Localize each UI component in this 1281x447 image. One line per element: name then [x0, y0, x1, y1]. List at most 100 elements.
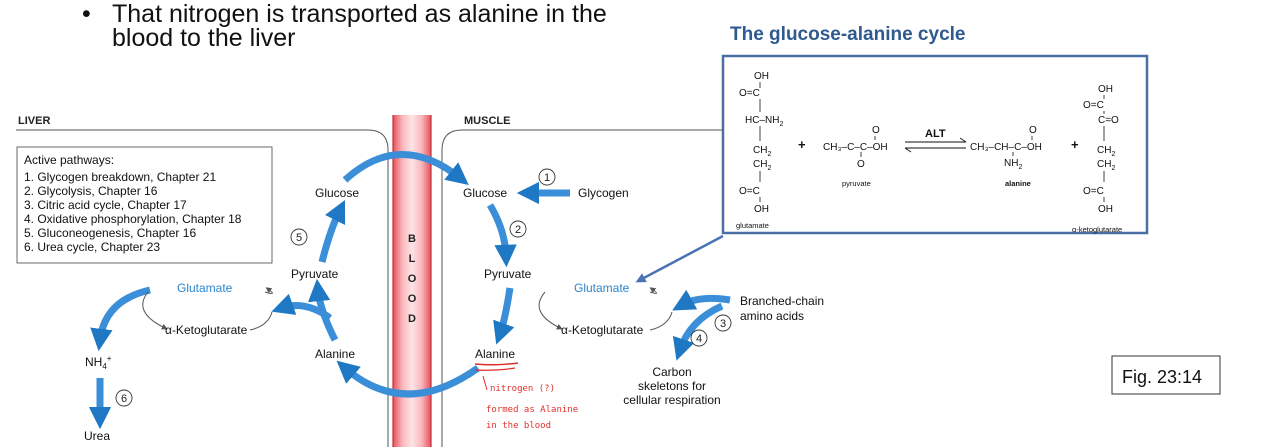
liver-akg-loop	[249, 311, 273, 331]
bullet-line-1: That nitrogen is transported as alanine …	[112, 0, 607, 28]
active-pathways-box	[16, 146, 273, 264]
muscle-ketoglutarate: α-Ketoglutarate	[561, 323, 644, 337]
glutamate-hc: HC–NH2	[745, 115, 783, 128]
pyruvate-to-alanine-arrow	[493, 287, 515, 345]
glutamate-ch2-b: CH2	[753, 159, 771, 172]
glutamate-caption: glutamate	[736, 221, 769, 230]
step-circle-3	[714, 314, 732, 332]
step-number: 1	[544, 172, 550, 184]
step-number: 5	[296, 232, 302, 244]
alanine-o: O	[1029, 125, 1037, 136]
note-line-2: formed as Alanine	[486, 405, 578, 415]
step-circle-6	[115, 389, 133, 407]
akg-oc-top: O=C	[1083, 100, 1104, 111]
bullet-symbol: •	[82, 0, 91, 28]
akg-oh-bottom: OH	[1098, 204, 1113, 215]
bcaa-transamination-arrow	[672, 289, 731, 311]
note-line-1: nitrogen (?)	[490, 384, 555, 394]
active-pathways-title: Active pathways:	[24, 153, 114, 167]
muscle-akg-loop	[649, 311, 673, 331]
muscle-glutamate: Glutamate	[574, 281, 630, 295]
liver-label: LIVER	[18, 115, 50, 127]
alanine-caption: alanine	[1005, 179, 1031, 188]
carbon-line-1: Carbon	[652, 365, 691, 379]
gluconeogenesis-arrow	[318, 199, 346, 263]
muscle-alanine: Alanine	[475, 347, 515, 361]
note-line-3: in the blood	[486, 421, 551, 431]
alanine-transport-arrow	[336, 360, 481, 398]
glucose-transport-arrow	[342, 151, 469, 185]
carbon-line-3: cellular respiration	[623, 393, 720, 407]
blood-letter: L	[409, 253, 416, 265]
glycolysis-arrow	[486, 203, 517, 268]
pyruvate-o-bottom: O	[857, 159, 865, 170]
plus-sign: +	[798, 137, 806, 152]
glutamate-oc-top: O=C	[739, 88, 760, 99]
muscle-glycogen: Glycogen	[578, 186, 629, 200]
akg-ch2-a: CH2	[1097, 145, 1115, 158]
liver-glucose: Glucose	[315, 186, 359, 200]
liver-glutamate: Glutamate	[177, 281, 233, 295]
akg-caption: α-ketoglutarate	[1072, 225, 1122, 234]
akg-oc-bottom: O=C	[1083, 186, 1104, 197]
muscle-compartment	[441, 129, 720, 447]
glutamate-oh-bottom: OH	[754, 204, 769, 215]
fig-label-box	[1111, 355, 1221, 395]
step-number: 4	[696, 333, 702, 345]
blood-letter: O	[408, 273, 417, 285]
blood-letter: B	[408, 233, 416, 245]
liver-alanine: Alanine	[315, 347, 355, 361]
reaction-box	[721, 54, 1149, 235]
muscle-pyruvate: Pyruvate	[484, 267, 532, 281]
pathway-item: 6. Urea cycle, Chapter 23	[24, 240, 160, 254]
pathway-item: 4. Oxidative phosphorylation, Chapter 18	[24, 212, 242, 226]
pyruvate-o-top: O	[872, 125, 880, 136]
muscle-glucose: Glucose	[463, 186, 507, 200]
step-number: 2	[515, 224, 521, 236]
pathway-item: 2. Glycolysis, Chapter 16	[24, 184, 158, 198]
liver-ketoglutarate: α-Ketoglutarate	[165, 323, 248, 337]
liver-glutamate-loop	[142, 291, 168, 330]
pathway-item: 1. Glycogen breakdown, Chapter 21	[24, 170, 216, 184]
liver-nh4: NH4+	[85, 354, 112, 371]
transamination-arrow-liver	[271, 293, 333, 321]
pathway-item: 3. Citric acid cycle, Chapter 17	[24, 198, 187, 212]
reaction-box-pointer	[635, 234, 724, 283]
step-circle-4	[690, 329, 708, 347]
glutamate-oh-top: OH	[754, 71, 769, 82]
fig-label: Fig. 23:14	[1122, 367, 1202, 387]
bullet-text: That nitrogen is transported as alanine …	[112, 0, 607, 52]
carbon-line-2: skeletons for	[638, 379, 706, 393]
bcaa-line-2: amino acids	[740, 309, 804, 323]
step-number: 6	[121, 393, 127, 405]
plus-sign: +	[1071, 137, 1079, 152]
bullet-line-2: blood to the liver	[112, 24, 296, 52]
liver-compartment	[16, 129, 389, 447]
handwritten-annotation: nitrogen (?) formed as Alanine in the bl…	[474, 362, 578, 431]
akg-ch2-b: CH2	[1097, 159, 1115, 172]
step-circle-1	[538, 168, 556, 186]
carbon-skeleton-arrow	[672, 302, 724, 361]
bcaa-line-1: Branched-chain	[740, 294, 824, 308]
blood-letter: O	[408, 293, 417, 305]
glutamate-ch2-a: CH2	[753, 145, 771, 158]
alanine-nh2: NH2	[1004, 158, 1022, 171]
pyruvate-caption: pyruvate	[842, 179, 871, 188]
akg-co: C=O	[1098, 115, 1119, 126]
muscle-glutamate-loop	[538, 291, 563, 330]
step-circle-5	[290, 228, 308, 246]
enzyme-alt: ALT	[925, 128, 946, 140]
step-circle-2	[509, 220, 527, 238]
muscle-label: MUSCLE	[464, 115, 510, 127]
cycle-title: The glucose-alanine cycle	[730, 24, 966, 45]
liver-pyruvate: Pyruvate	[291, 267, 339, 281]
pathway-item: 5. Gluconeogenesis, Chapter 16	[24, 226, 196, 240]
alanine-formula: CH₃–CH–C–OH	[970, 142, 1042, 153]
glutamate-oc-bottom: O=C	[739, 186, 760, 197]
liver-urea: Urea	[84, 429, 110, 443]
step-number: 3	[720, 318, 726, 330]
deamination-arrow	[90, 286, 151, 352]
blood-letter: D	[408, 313, 416, 325]
akg-oh-top: OH	[1098, 84, 1113, 95]
